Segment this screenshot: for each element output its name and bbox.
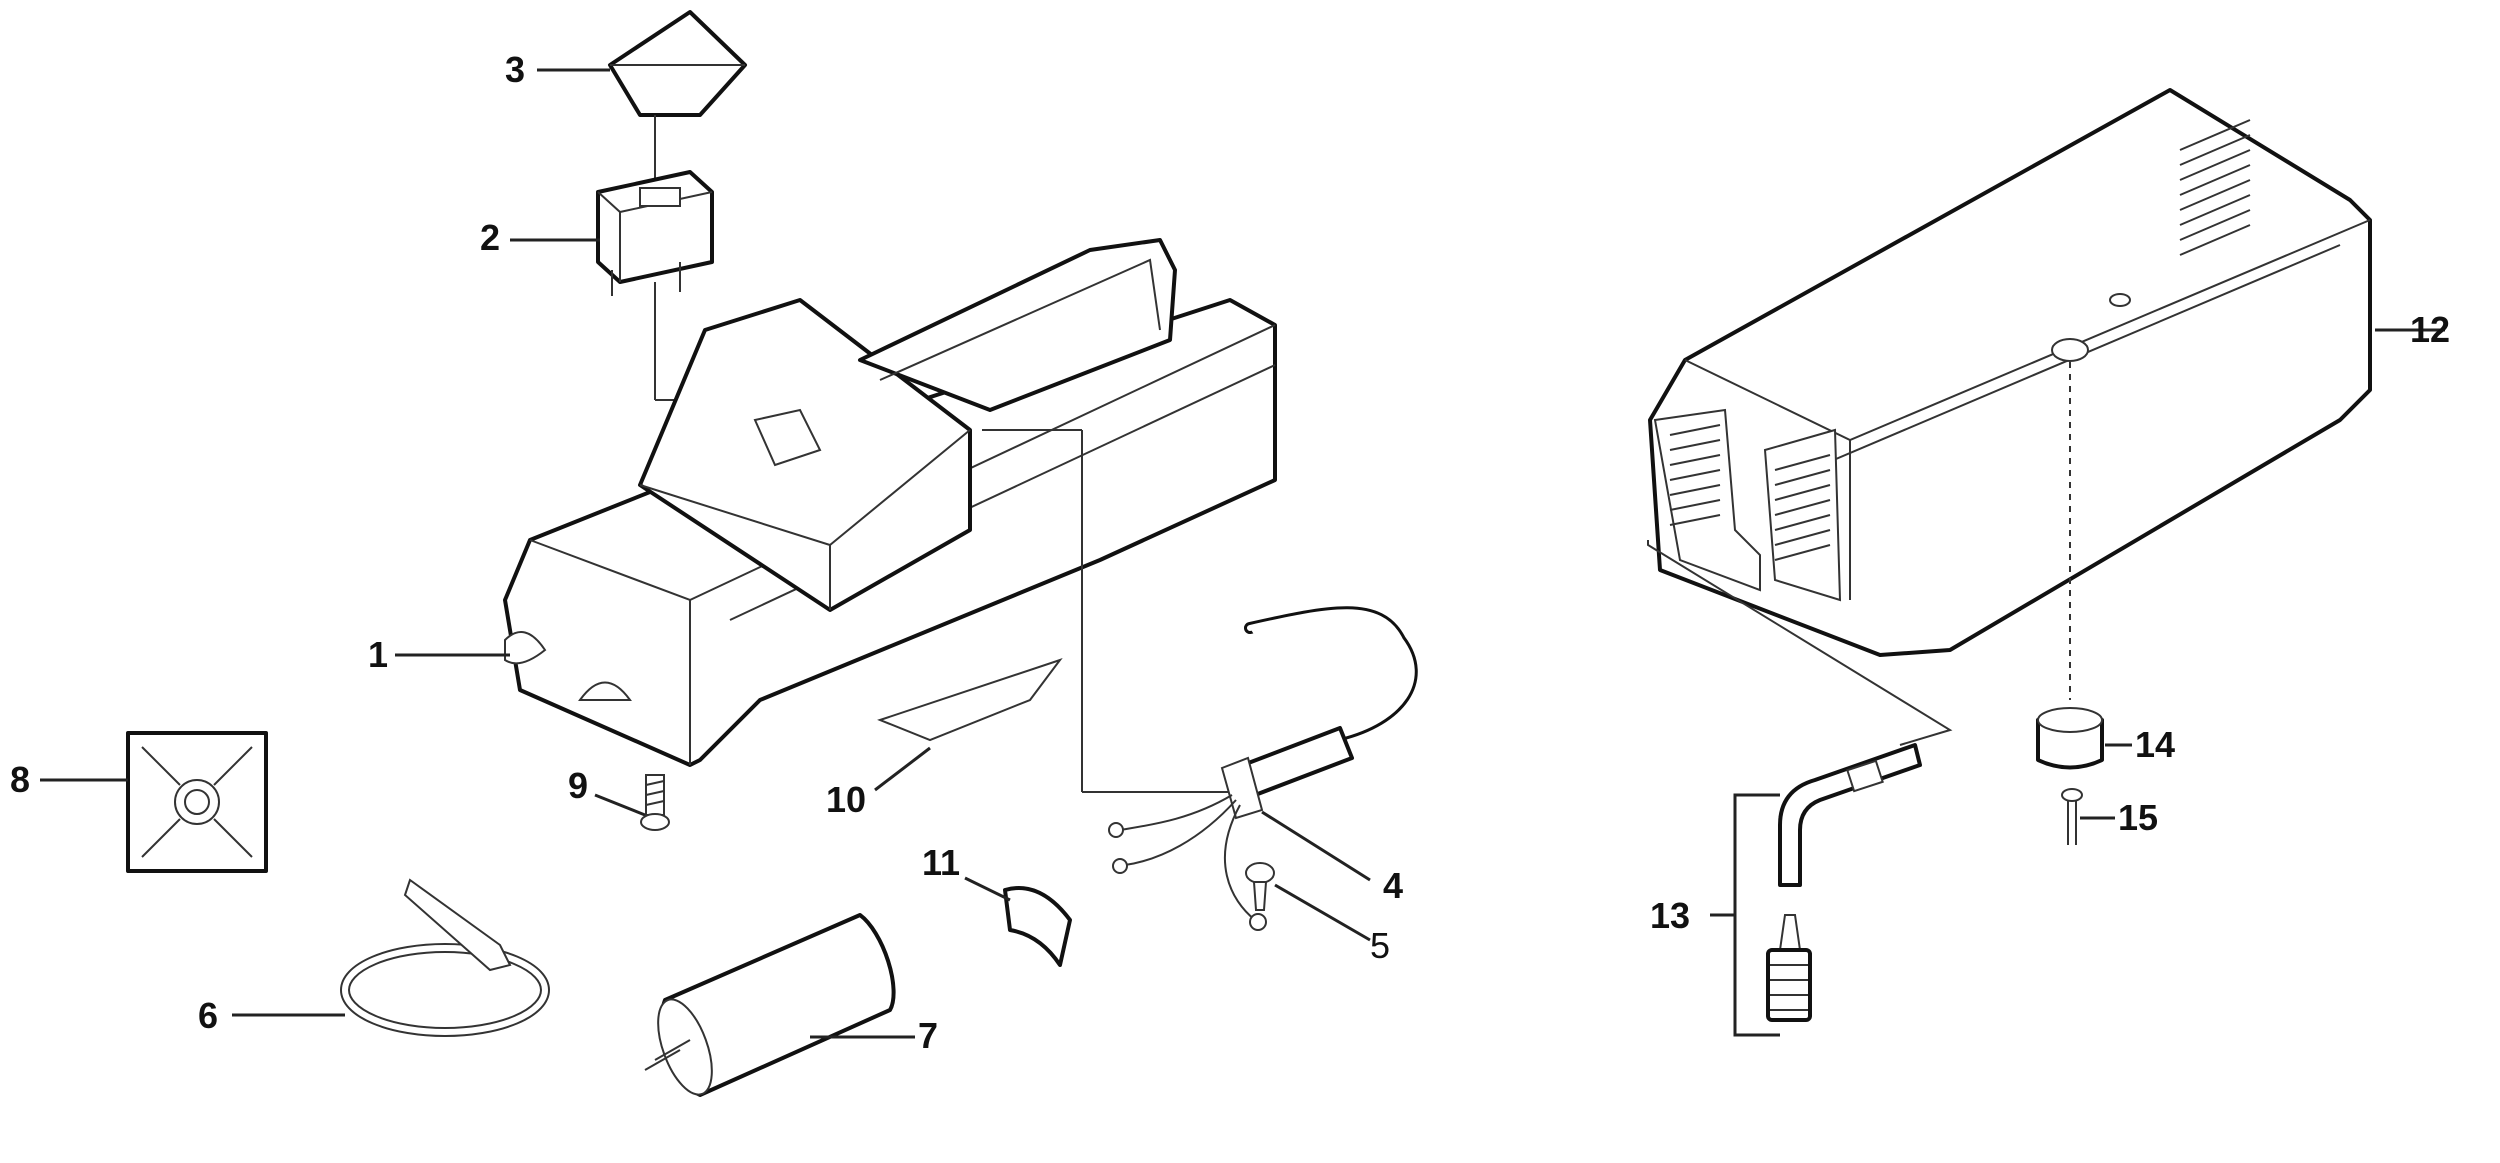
callout-14: 14	[2135, 724, 2175, 765]
base-housing	[503, 238, 1277, 767]
callout-2: 2	[480, 217, 500, 258]
callout-1: 1	[368, 634, 388, 675]
callout-6: 6	[198, 995, 218, 1036]
power-cord	[982, 429, 1418, 921]
ground-screw	[1245, 862, 1371, 942]
foot-screw	[2061, 788, 2115, 845]
callout-12: 12	[2410, 309, 2450, 350]
tie-mount	[40, 731, 268, 873]
callout-7: 7	[918, 1015, 938, 1056]
leader-10	[874, 746, 931, 792]
callout-11: 11	[922, 842, 960, 883]
cable-tie	[232, 878, 550, 1037]
callout-10: 10	[826, 779, 866, 820]
vent-slots-left	[1669, 424, 1831, 561]
callout-8: 8	[10, 759, 30, 800]
housing-screw	[594, 774, 670, 831]
callout-13: 13	[1650, 895, 1690, 936]
callout-9: 9	[568, 765, 588, 806]
callout-5: 5	[1370, 925, 1390, 966]
capacitor	[644, 913, 915, 1097]
hose-fitting	[1647, 540, 1953, 1037]
cable-clip	[964, 876, 1072, 967]
rubber-foot	[2036, 707, 2132, 770]
callout-15: 15	[2118, 797, 2158, 838]
callout-3: 3	[505, 49, 525, 90]
water-tank	[1648, 88, 2445, 700]
vent-slots-right	[2179, 119, 2251, 256]
rocker-cap	[608, 10, 747, 178]
callout-4: 4	[1383, 865, 1403, 906]
